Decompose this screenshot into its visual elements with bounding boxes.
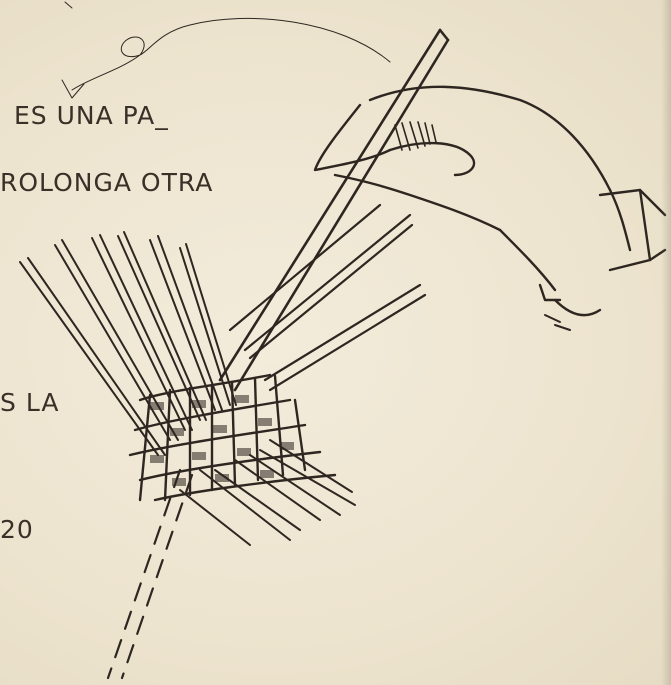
main-rod	[218, 28, 450, 392]
fingernail-hatching	[394, 121, 437, 151]
text-line-2: ROLONGA OTRA	[0, 168, 214, 197]
page-edge-shadow	[661, 0, 671, 685]
lower-sketch-marks	[544, 314, 571, 331]
hand	[313, 85, 632, 317]
text-line-1: ES UNA PA_	[14, 101, 169, 130]
woven-section	[128, 373, 337, 502]
lower-rods	[179, 439, 356, 546]
warp-rods	[19, 231, 237, 456]
text-line-3: S LA	[0, 388, 60, 417]
text-line-4: 20	[0, 515, 34, 544]
sleeve-cuff	[598, 188, 667, 272]
cross-rods	[228, 203, 427, 392]
curved-arrow	[61, 17, 391, 99]
dashed-rod	[106, 468, 194, 680]
small-mark	[64, 1, 73, 9]
weave-shading	[150, 395, 294, 486]
